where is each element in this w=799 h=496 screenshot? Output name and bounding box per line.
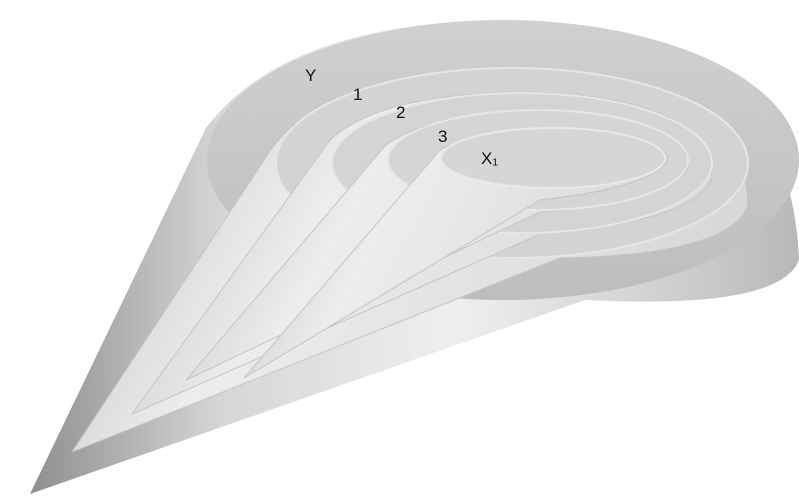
label-layer-2: 2 — [396, 103, 405, 122]
cone-layer-x1 — [243, 127, 669, 379]
label-x1: X₁ — [481, 149, 498, 168]
cone-x1-top — [440, 127, 666, 189]
label-y: Y — [305, 66, 316, 85]
label-layer-3: 3 — [438, 127, 447, 146]
label-layer-1: 1 — [353, 85, 362, 104]
